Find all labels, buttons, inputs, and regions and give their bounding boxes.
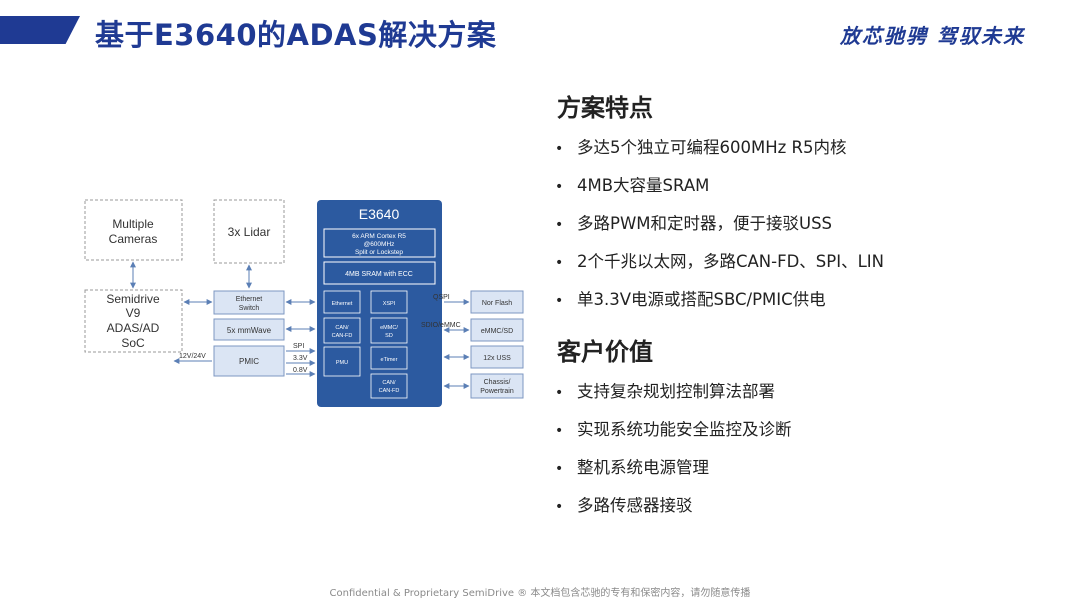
feature-text: 4MB大容量SRAM [577, 176, 710, 195]
bullet-dot: • [555, 385, 564, 401]
emmc-box [470, 318, 524, 342]
bullet-dot: • [555, 423, 564, 439]
feature-text: 多路PWM和定时器，便于接驳USS [577, 214, 833, 233]
cameras-label: Multiple [112, 217, 154, 231]
uss-label: 12x USS [483, 355, 511, 362]
soc-label-4: SoC [121, 336, 145, 350]
lidar-label: 3x Lidar [228, 225, 271, 239]
bullet-dot: • [555, 217, 564, 233]
feature-text: 2个千兆以太网，多路CAN-FD、SPI、LIN [577, 252, 884, 271]
can-fd-block [323, 317, 361, 344]
sram-label: 4MB SRAM with ECC [345, 271, 413, 278]
value-text: 多路传感器接驳 [577, 496, 693, 515]
link-sdio: SDIO/eMMC [421, 322, 461, 329]
emmc-sd-label-1: eMMC/ [380, 325, 398, 331]
value-text: 支持复杂规划控制算法部署 [577, 382, 775, 401]
mmwave-box [213, 318, 285, 341]
pmic-label: PMIC [239, 357, 259, 366]
can-fd2-label-2: CAN-FD [379, 388, 400, 394]
sram-block [323, 261, 436, 285]
cortex-label-3: Split or Lockstep [355, 249, 403, 256]
e3640-title: E3640 [359, 206, 400, 222]
chassis-label-2: Powertrain [480, 388, 514, 395]
link-3v3: 3.3V [293, 355, 308, 362]
soc-box [84, 289, 183, 353]
feature-text: 单3.3V电源或搭配SBC/PMIC供电 [577, 290, 826, 309]
ethernet-switch-box [213, 290, 285, 315]
pmic-box [213, 345, 285, 377]
features-heading: 方案特点 [557, 94, 653, 122]
cameras-label-2: Cameras [109, 232, 158, 246]
ethernet-block [323, 290, 361, 314]
feature-text: 多达5个独立可编程600MHz R5内核 [577, 138, 847, 157]
emmc-sd-label-2: SD [385, 333, 393, 339]
bullet-dot: • [555, 293, 564, 309]
list-item: • 多达5个独立可编程600MHz R5内核 [555, 138, 884, 176]
can-fd2-block [370, 373, 408, 399]
footer-confidential: Confidential & Proprietary SemiDrive ® 本… [329, 588, 751, 599]
cortex-label-1: 6x ARM Cortex R5 [352, 233, 406, 240]
can-fd-label-2: CAN-FD [332, 333, 353, 339]
link-spi: SPI [293, 343, 304, 350]
soc-label-1: Semidrive [106, 292, 160, 306]
bullet-dot: • [555, 141, 564, 157]
list-item: • 单3.3V电源或搭配SBC/PMIC供电 [555, 290, 884, 328]
page-title: 基于E3640的ADAS解决方案 [95, 18, 497, 52]
link-qspi: QSPI [433, 294, 450, 301]
nor-flash-box [470, 290, 524, 314]
bullet-dot: • [555, 499, 564, 515]
header-accent-bar [0, 16, 80, 44]
adas-block-diagram: Multiple Cameras 3x Lidar Semidrive V9 A… [84, 199, 524, 407]
bullet-dot: • [555, 255, 564, 271]
value-heading: 客户价值 [557, 338, 653, 366]
link-12v24v: 12V/24V [179, 353, 206, 360]
chassis-label-1: Chassis/ [484, 379, 511, 386]
bullet-dot: • [555, 179, 564, 195]
xspi-label: XSPI [383, 301, 396, 307]
ethernet-switch-label-2: Switch [239, 305, 260, 312]
mmwave-label: 5x mmWave [227, 326, 272, 335]
lidar-box [213, 199, 285, 264]
list-item: • 多路PWM和定时器，便于接驳USS [555, 214, 884, 252]
ethernet-switch-label-1: Ethernet [236, 296, 263, 303]
list-item: • 多路传感器接驳 [555, 496, 792, 534]
soc-label-3: ADAS/AD [107, 321, 160, 335]
emmc-label: eMMC/SD [481, 328, 513, 335]
slogan: 放芯驰骋 驾驭未来 [840, 24, 1025, 48]
cortex-block [323, 228, 436, 258]
ethernet-block-label: Ethernet [332, 301, 353, 307]
emmc-sd-block [370, 317, 408, 344]
cameras-box [84, 199, 183, 261]
etimer-block [370, 346, 408, 370]
value-text: 整机系统电源管理 [577, 458, 709, 477]
value-list: • 支持复杂规划控制算法部署 • 实现系统功能安全监控及诊断 • 整机系统电源管理 •… [555, 382, 792, 534]
features-list: • 多达5个独立可编程600MHz R5内核 • 4MB大容量SRAM • 多路PWM… [555, 138, 884, 328]
nor-flash-label: Nor Flash [482, 300, 512, 307]
cortex-label-2: @600MHz [364, 241, 395, 248]
list-item: • 2个千兆以太网，多路CAN-FD、SPI、LIN [555, 252, 884, 290]
can-fd-label-1: CAN/ [335, 325, 349, 331]
pmu-label: PMU [336, 360, 348, 366]
chassis-box [470, 373, 524, 399]
soc-label-2: V9 [126, 306, 141, 320]
etimer-label: eTimer [381, 357, 398, 363]
list-item: • 整机系统电源管理 [555, 458, 792, 496]
value-text: 实现系统功能安全监控及诊断 [577, 420, 792, 439]
can-fd2-label-1: CAN/ [382, 380, 396, 386]
list-item: • 4MB大容量SRAM [555, 176, 884, 214]
pmu-block [323, 346, 361, 377]
bullet-dot: • [555, 461, 564, 477]
link-0v8: 0.8V [293, 367, 308, 374]
uss-box [470, 345, 524, 369]
xspi-block [370, 290, 408, 314]
list-item: • 实现系统功能安全监控及诊断 [555, 420, 792, 458]
list-item: • 支持复杂规划控制算法部署 [555, 382, 792, 420]
